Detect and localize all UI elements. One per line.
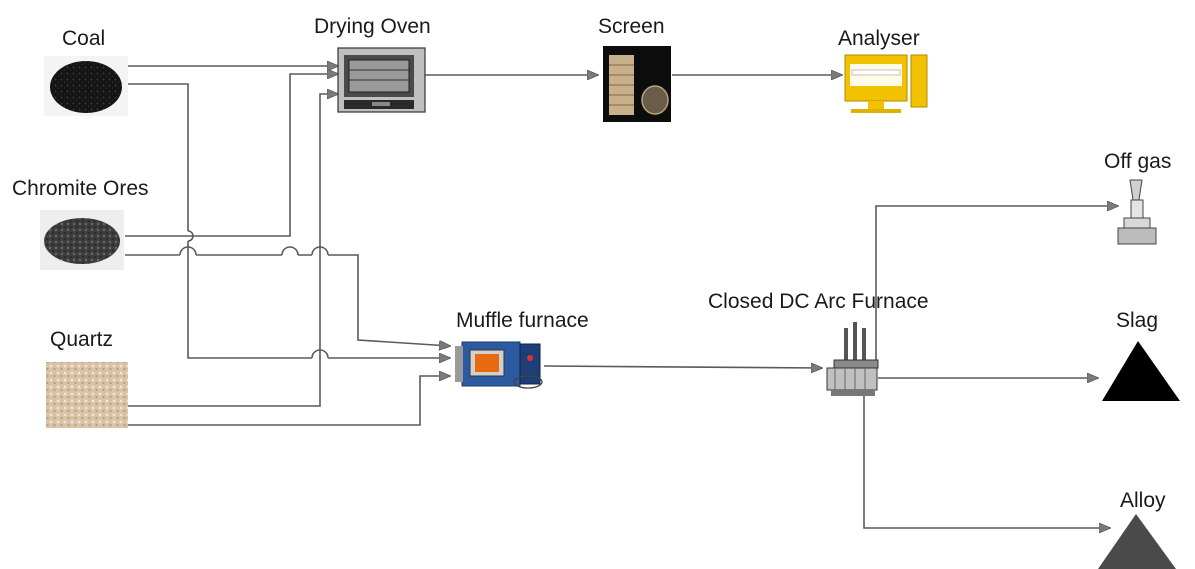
screen-label: Screen bbox=[598, 16, 665, 37]
edge-quartz-to-drying-oven bbox=[128, 94, 338, 406]
chromite-ores-label: Chromite Ores bbox=[12, 178, 149, 199]
edge-muffle-to-arc-furnace bbox=[544, 366, 822, 368]
edge-chromite-to-muffle-furnace bbox=[125, 255, 450, 346]
muffle-furnace-icon bbox=[455, 342, 542, 388]
quartz-label: Quartz bbox=[50, 329, 113, 350]
edge-quartz-to-muffle-furnace bbox=[128, 376, 450, 425]
edge-arc-furnace-to-alloy bbox=[864, 395, 1110, 528]
edge-coal-to-muffle-furnace bbox=[128, 84, 450, 358]
slag-label: Slag bbox=[1116, 310, 1158, 331]
quartz-sand-image bbox=[46, 362, 128, 428]
analyser-label: Analyser bbox=[838, 28, 920, 49]
edge-chromite-to-drying-oven bbox=[125, 74, 338, 236]
drying-oven-icon bbox=[338, 48, 425, 112]
coal-pile-image bbox=[44, 56, 128, 116]
arc-furnace-icon bbox=[827, 322, 878, 396]
off-gas-label: Off gas bbox=[1104, 151, 1171, 172]
coal-label: Coal bbox=[62, 28, 105, 49]
slag-pile-icon bbox=[1102, 341, 1180, 401]
edge-arc-furnace-to-off-gas bbox=[876, 206, 1118, 365]
gas-stack-icon bbox=[1118, 180, 1156, 244]
alloy-label: Alloy bbox=[1120, 490, 1166, 511]
sieve-screen-icon bbox=[603, 46, 671, 122]
dc-arc-furnace-label: Closed DC Arc Furnace bbox=[708, 291, 929, 312]
chromite-ore-image bbox=[40, 210, 124, 270]
muffle-furnace-label: Muffle furnace bbox=[456, 310, 589, 331]
computer-analyser-icon bbox=[845, 55, 927, 113]
drying-oven-label: Drying Oven bbox=[314, 16, 431, 37]
alloy-pile-icon bbox=[1098, 514, 1176, 569]
